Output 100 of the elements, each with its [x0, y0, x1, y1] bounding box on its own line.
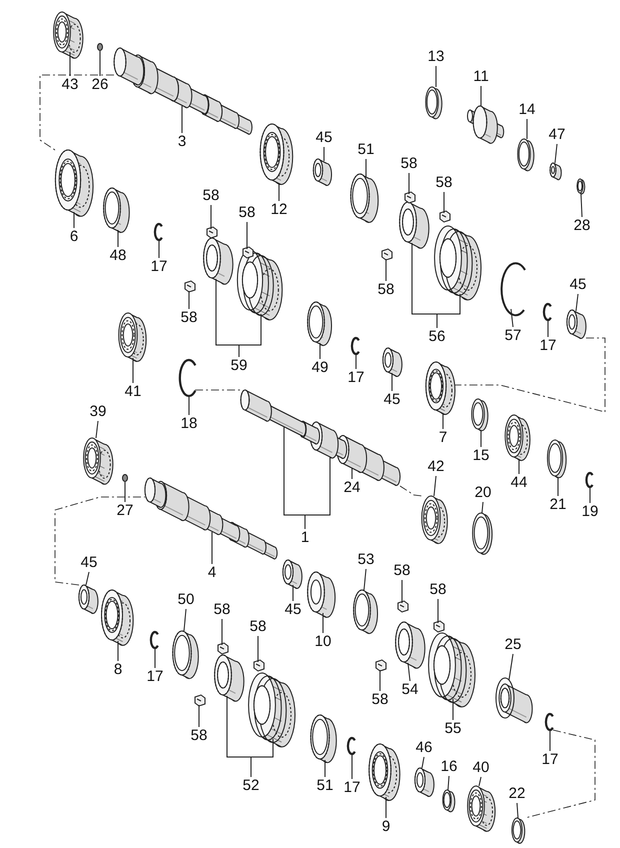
callout-number: 51 — [316, 778, 334, 794]
ring-drawing — [546, 440, 567, 478]
sleeve-drawing — [434, 226, 482, 300]
callout-number: 58 — [180, 310, 198, 326]
leader-line — [508, 654, 514, 680]
leader-line — [526, 118, 528, 140]
synchronizer-hub-drawing — [203, 238, 234, 285]
leader-line — [580, 194, 582, 218]
leader-line — [278, 182, 280, 202]
callout-number: 17 — [542, 752, 558, 768]
leader-line — [442, 412, 444, 430]
callout-number: 4 — [208, 565, 216, 581]
callout-number: 58 — [214, 602, 230, 618]
callout-number: 28 — [574, 218, 590, 234]
key-drawing — [242, 246, 254, 259]
callout-number: 1 — [300, 530, 310, 546]
callout-number: 58 — [436, 175, 452, 191]
circlip-drawing — [585, 472, 594, 488]
leader-line — [324, 760, 326, 778]
callout-number: 6 — [70, 229, 78, 245]
key-drawing — [254, 659, 264, 672]
ball-drawing — [97, 43, 103, 51]
leader-line — [158, 240, 160, 258]
synchronizer-ring-drawing — [103, 188, 130, 233]
synchronizer-ring-drawing — [307, 302, 332, 346]
callout-number: 43 — [62, 77, 78, 93]
key-drawing — [194, 694, 206, 707]
callout-number: 44 — [510, 475, 528, 491]
callout-number: 54 — [402, 682, 418, 698]
key-drawing — [218, 642, 228, 655]
collar-drawing — [496, 678, 533, 724]
needle-bearing-drawing — [566, 310, 586, 339]
callout-number: 45 — [284, 602, 302, 618]
gear-drawing — [101, 590, 134, 646]
synchronizer-ring-drawing — [172, 630, 199, 680]
callout-number: 18 — [180, 416, 198, 432]
ring-drawing — [472, 512, 493, 555]
leader-line — [408, 662, 410, 682]
callout-number: 17 — [344, 780, 360, 796]
snap-ring-drawing — [500, 262, 526, 316]
circlip-drawing — [178, 358, 196, 398]
assembly-line — [400, 486, 422, 496]
synchronizer-hub-drawing — [214, 654, 244, 702]
ring-drawing — [442, 790, 456, 812]
leader-line — [478, 776, 482, 786]
key-drawing — [376, 659, 386, 672]
callout-number: 10 — [314, 634, 332, 650]
leader-line — [408, 172, 410, 194]
callout-number: 58 — [394, 563, 410, 579]
bearing-drawing — [83, 438, 114, 485]
leader-line — [250, 738, 274, 778]
leader-line — [518, 458, 520, 474]
assembly-line — [454, 338, 606, 413]
gear-drawing — [260, 124, 294, 185]
leader-line — [238, 314, 262, 358]
gear-drawing — [425, 362, 456, 415]
bearing-drawing — [467, 786, 496, 832]
sleeve-drawing — [248, 672, 296, 748]
callout-number: 58 — [378, 282, 394, 298]
callout-number: 11 — [473, 69, 489, 85]
sleeve-drawing — [428, 632, 476, 708]
callout-number: 45 — [80, 555, 98, 571]
callout-number: 58 — [372, 692, 388, 708]
circlip-drawing — [350, 336, 360, 356]
leader-line — [292, 584, 294, 602]
gear-drawing — [368, 744, 400, 801]
callout-number: 58 — [430, 582, 446, 598]
callout-number: 58 — [238, 205, 256, 221]
ring-drawing — [511, 818, 526, 844]
callout-number: 17 — [150, 259, 168, 275]
circlip-drawing — [150, 630, 159, 650]
callout-number: 20 — [474, 485, 492, 501]
bearing-drawing — [118, 312, 147, 362]
synchronizer-hub-drawing — [395, 622, 426, 669]
leader-line — [188, 290, 190, 310]
leader-line — [132, 358, 134, 384]
key-drawing — [440, 210, 450, 223]
callout-number: 49 — [312, 360, 328, 376]
key-drawing — [206, 226, 218, 239]
callout-number: 57 — [504, 328, 522, 344]
callout-number: 17 — [348, 370, 364, 386]
key-drawing — [404, 191, 416, 204]
leader-line — [554, 144, 558, 164]
key-drawing — [184, 280, 196, 293]
leader-line — [452, 698, 454, 720]
ring-drawing — [471, 398, 488, 432]
key-drawing — [382, 248, 392, 261]
callout-number: 21 — [550, 497, 566, 513]
callout-number: 52 — [242, 778, 260, 794]
leader-line — [364, 568, 366, 590]
gear-drawing — [307, 572, 336, 618]
callout-number: 50 — [178, 592, 194, 608]
callout-number: 58 — [202, 188, 220, 204]
leader-line — [448, 776, 450, 790]
circlip-drawing — [154, 222, 163, 242]
leader-line — [436, 294, 460, 328]
callout-number: 56 — [428, 329, 446, 345]
leader-line — [480, 430, 482, 448]
callout-number: 58 — [250, 619, 266, 635]
leader-line — [482, 502, 484, 514]
